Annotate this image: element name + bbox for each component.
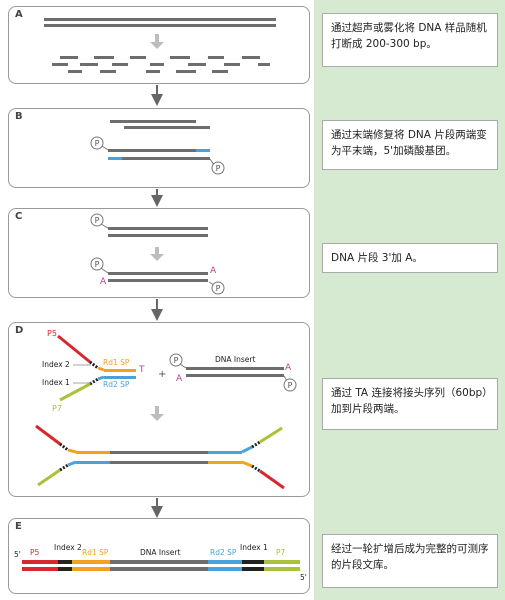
phosphate-icon: P xyxy=(90,136,109,151)
a-tailed-strands xyxy=(108,272,208,282)
svg-text:P: P xyxy=(288,381,293,390)
p7-label: P7 xyxy=(52,404,62,413)
description-box-e: 经过一轮扩增后成为完整的可测序的片段文库。 xyxy=(322,534,498,588)
panel-e: E xyxy=(8,518,310,594)
index2-label: Index 2 xyxy=(54,543,82,552)
panel-letter: B xyxy=(15,111,23,122)
down-arrow-light xyxy=(150,247,164,261)
phosphate-icon: P xyxy=(169,353,187,369)
panel-letter: E xyxy=(15,521,22,532)
long-dna-strands xyxy=(44,18,276,27)
svg-text:P: P xyxy=(216,164,221,173)
phosphate-icon: P xyxy=(283,375,297,392)
svg-text:P: P xyxy=(95,139,100,148)
rd1sp-label: Rd1 SP xyxy=(82,548,109,557)
phosphate-icon: P xyxy=(208,281,225,295)
a-overhang-label: A xyxy=(176,374,183,384)
five-prime-label: 5' xyxy=(300,573,307,582)
description-box-c: DNA 片段 3'加 A。 xyxy=(322,243,498,273)
dna-insert-strands xyxy=(186,367,284,377)
panel-letter: D xyxy=(15,325,24,336)
a-overhang-label: A xyxy=(100,277,107,287)
index1-label: Index 1 xyxy=(240,543,268,552)
rd1sp-label: Rd1 SP xyxy=(103,358,130,367)
down-arrow-light xyxy=(150,406,164,421)
down-arrow-light xyxy=(150,34,164,49)
blunt-end-strands xyxy=(108,149,210,160)
dna-insert-label: DNA Insert xyxy=(215,355,255,364)
description-box-b: 通过末端修复将 DNA 片段两端变为平末端，5'加磷酸基团。 xyxy=(322,120,498,170)
phosphate-icon: P xyxy=(90,213,109,229)
panel-letter: C xyxy=(15,211,23,222)
svg-text:P: P xyxy=(174,356,179,365)
final-library xyxy=(22,560,300,571)
dna-fragments xyxy=(52,56,270,73)
t-overhang-label: T xyxy=(138,365,145,375)
a-overhang-label: A xyxy=(285,363,292,373)
phosphorylated-strands xyxy=(108,227,208,237)
description-box-d: 通过 TA 连接将接头序列（60bp）加到片段两端。 xyxy=(322,378,498,430)
p5-label: P5 xyxy=(47,329,57,338)
svg-text:P: P xyxy=(216,284,221,293)
a-overhang-label: A xyxy=(210,266,217,276)
p7-label: P7 xyxy=(276,548,286,557)
svg-text:P: P xyxy=(95,260,100,269)
overhang-strands xyxy=(110,120,210,129)
plus-sign: + xyxy=(158,369,166,380)
description-column xyxy=(314,0,505,600)
dna-insert-label: DNA Insert xyxy=(140,548,180,557)
p5-label: P5 xyxy=(30,548,40,557)
index1-label: Index 1 xyxy=(42,378,70,387)
description-box-a: 通过超声或雾化将 DNA 样品随机打断成 200-300 bp。 xyxy=(322,13,498,67)
five-prime-label: 5' xyxy=(14,550,21,559)
phosphate-icon: P xyxy=(90,257,109,274)
panel-letter: A xyxy=(15,9,23,20)
index2-label: Index 2 xyxy=(42,360,70,369)
rd2sp-label: Rd2 SP xyxy=(103,380,130,389)
svg-text:P: P xyxy=(95,216,100,225)
adapter xyxy=(57,334,136,402)
phosphate-icon: P xyxy=(209,158,225,175)
ligated-product xyxy=(35,424,285,490)
rd2sp-label: Rd2 SP xyxy=(210,548,237,557)
